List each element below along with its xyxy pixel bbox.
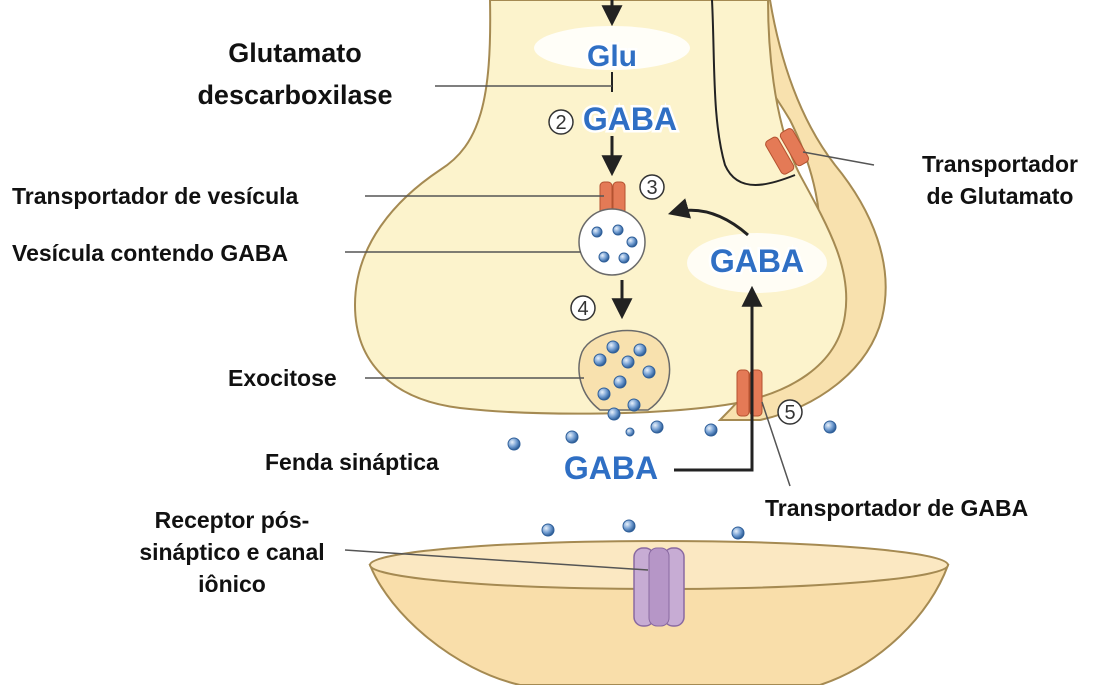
enzyme-label-line1: Glutamato — [228, 38, 362, 68]
gaba-dot — [628, 399, 640, 411]
gaba-dot — [542, 524, 554, 536]
exocytosis-label: Exocitose — [228, 365, 337, 391]
gaba-dot — [614, 376, 626, 388]
enzyme-label-line2: descarboxilase — [197, 80, 392, 110]
gaba-dot — [599, 252, 609, 262]
gaba-dot — [566, 431, 578, 443]
gaba-dot — [623, 520, 635, 532]
gaba-dot — [824, 421, 836, 433]
gaba-dot — [643, 366, 655, 378]
receptor-channel — [634, 548, 684, 626]
glu-transporter-label-line1: Transportador — [922, 151, 1078, 177]
gaba-dot — [613, 225, 623, 235]
gaba-dot — [608, 408, 620, 420]
step-4: 4 — [577, 298, 588, 320]
gaba-dot — [627, 237, 637, 247]
receptor-label-line1: Receptor pós- — [155, 507, 310, 533]
exocytosis-vesicle — [579, 331, 670, 410]
gaba-cleft-label: GABA — [564, 450, 658, 486]
receptor-label-line3: iônico — [198, 571, 266, 597]
glu-label: Glu — [587, 40, 637, 73]
gaba-dot — [594, 354, 606, 366]
gaba-cytosol-label: GABA — [710, 243, 804, 279]
receptor-label-line2: sináptico e canal — [139, 539, 324, 565]
gaba-transporter-label: Transportador de GABA — [765, 495, 1028, 521]
gaba-dot — [705, 424, 717, 436]
gaba-dot — [622, 356, 634, 368]
gaba-dot — [598, 388, 610, 400]
glu-transporter-label-line2: de Glutamato — [927, 183, 1074, 209]
gaba-dot — [651, 421, 663, 433]
step-2: 2 — [555, 112, 566, 134]
vesicle-gaba-label: Vesícula contendo GABA — [12, 240, 288, 266]
gaba-dot — [508, 438, 520, 450]
gaba-dot — [732, 527, 744, 539]
gaba-transporter-protein — [737, 370, 762, 416]
gaba-dot — [619, 253, 629, 263]
step-5: 5 — [784, 402, 795, 424]
gaba-dot — [634, 344, 646, 356]
gaba-dot — [626, 428, 634, 436]
step-3: 3 — [646, 177, 657, 199]
gaba-dot — [607, 341, 619, 353]
gaba-dot — [592, 227, 602, 237]
vesicle-transporter-label: Transportador de vesícula — [12, 183, 299, 209]
gaba-synthesis-label: GABA — [583, 101, 677, 137]
cleft-label: Fenda sináptica — [265, 449, 439, 475]
